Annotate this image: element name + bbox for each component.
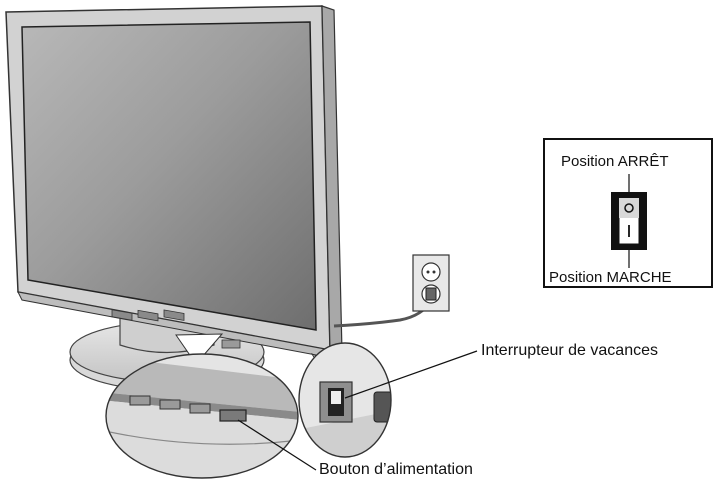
off-position-label: Position ARRÊT — [561, 153, 669, 170]
monitor — [5, 5, 343, 359]
power-button-leader — [237, 419, 317, 471]
wall-outlet — [412, 254, 450, 312]
vacation-switch-detail — [299, 343, 391, 457]
switch-legend: Position ARRÊT Position MARCHE — [543, 138, 713, 288]
power-button-label: Bouton d’alimentation — [319, 461, 473, 478]
vacation-switch-leader — [344, 350, 478, 399]
on-position-label: Position MARCHE — [549, 269, 672, 286]
rocker-switch-icon — [611, 174, 647, 268]
power-button-detail — [106, 354, 298, 478]
vacation-switch-label: Interrupteur de vacances — [481, 342, 658, 359]
front-buttons — [111, 309, 241, 349]
